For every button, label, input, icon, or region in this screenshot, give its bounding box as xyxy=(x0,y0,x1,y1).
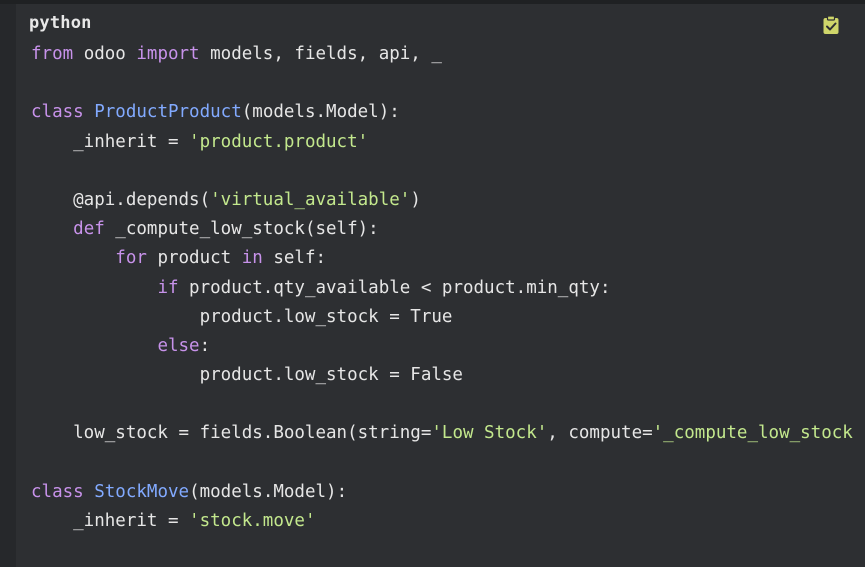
class-name-token: StockMove xyxy=(94,481,190,502)
code-line: if product.qty_available < product.min_q… xyxy=(31,274,853,303)
code-text: , compute= xyxy=(547,423,653,444)
keyword-token: class xyxy=(31,102,84,123)
code-text: odoo xyxy=(73,44,137,64)
code-line: def _compute_low_stock(self): xyxy=(31,215,853,244)
keyword-token: from xyxy=(31,44,74,64)
code-text: _inherit = xyxy=(31,131,190,152)
keyword-token: class xyxy=(31,481,84,502)
clipboard-check-icon xyxy=(823,15,839,34)
code-text: models, fields, api, _ xyxy=(199,44,442,64)
code-text: product.qty_available < product.min_qty: xyxy=(178,277,611,298)
code-language-label: python xyxy=(29,13,92,33)
code-text: _compute_low_stock(self): xyxy=(104,219,379,240)
code-text xyxy=(31,219,73,239)
top-divider xyxy=(0,0,865,4)
code-line: _inherit = 'stock.move' xyxy=(31,507,853,536)
code-text: product.low_stock = True xyxy=(31,306,453,327)
code-text: _inherit = xyxy=(31,511,190,531)
keyword-token: import xyxy=(136,44,200,64)
code-text xyxy=(31,248,115,268)
keyword-token: def xyxy=(73,219,105,240)
code-line: class StockMove(models.Model): xyxy=(31,478,853,507)
code-line: low_stock = fields.Boolean(string='Low S… xyxy=(31,419,853,448)
string-token: 'Low Stock' xyxy=(431,423,548,444)
class-name-token: ProductProduct xyxy=(94,102,242,123)
code-line: class ProductProduct(models.Model): xyxy=(31,98,853,127)
keyword-token: for xyxy=(115,248,147,269)
code-text xyxy=(84,102,95,122)
string-token: 'stock.move' xyxy=(189,511,316,531)
code-text: ) xyxy=(410,189,421,210)
code-line xyxy=(31,157,853,186)
code-line: product.low_stock = True xyxy=(31,303,853,332)
keyword-token: in xyxy=(241,248,263,269)
code-line xyxy=(31,390,853,419)
code-line: @api.depends('virtual_available') xyxy=(31,186,853,215)
code-line: for product in self: xyxy=(31,244,853,273)
code-line xyxy=(31,69,853,98)
code-line: from odoo import models, fields, api, _ xyxy=(31,40,853,69)
code-body: from odoo import models, fields, api, _ … xyxy=(31,40,853,536)
code-text: self: xyxy=(262,248,327,269)
code-text xyxy=(31,278,157,298)
code-text: product.low_stock = False xyxy=(31,365,463,386)
string-token: 'virtual_available' xyxy=(210,189,411,210)
string-token: '_compute_low_stock xyxy=(652,423,853,444)
code-text: : xyxy=(199,335,211,356)
code-block: python from odoo import models, fields, … xyxy=(16,4,865,567)
code-text: (models.Model): xyxy=(241,102,400,123)
keyword-token: if xyxy=(157,277,179,298)
code-text xyxy=(84,482,95,502)
code-text: @api.depends( xyxy=(31,189,211,210)
code-line: _inherit = 'product.product' xyxy=(31,128,853,157)
keyword-token: else xyxy=(157,335,200,356)
code-text xyxy=(31,336,157,356)
code-text: low_stock = fields.Boolean(string= xyxy=(31,423,432,444)
code-block-header: python xyxy=(16,4,865,42)
string-token: 'product.product' xyxy=(189,131,369,152)
copy-code-button[interactable] xyxy=(820,14,842,36)
code-line xyxy=(31,449,853,478)
code-line: else: xyxy=(31,332,853,361)
code-text: (models.Model): xyxy=(189,481,348,502)
code-line: product.low_stock = False xyxy=(31,361,853,390)
code-text: product xyxy=(146,248,242,269)
